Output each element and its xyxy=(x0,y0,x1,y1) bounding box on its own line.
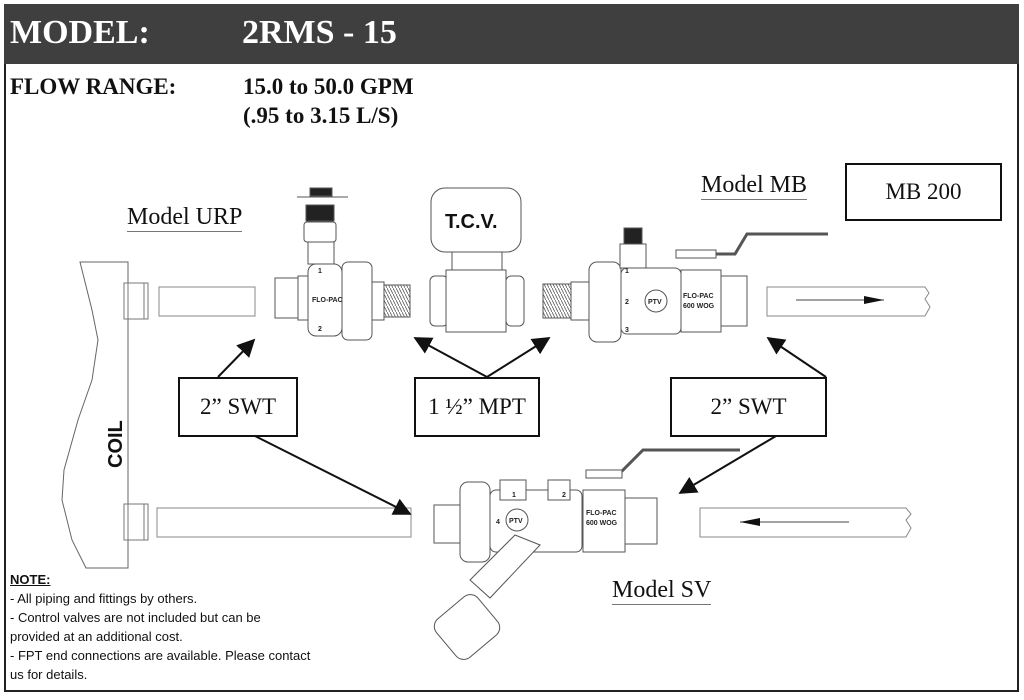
arrow-left-to-urp xyxy=(217,338,256,378)
flow-range-lps: (.95 to 3.15 L/S) xyxy=(243,103,399,128)
tcv-drawing xyxy=(429,187,525,333)
model-label: MODEL: xyxy=(10,14,150,51)
connection-center-box: 1 ½” MPT xyxy=(414,377,540,437)
flow-range-values: 15.0 to 50.0 GPM (.95 to 3.15 L/S) xyxy=(243,72,414,130)
model-urp-label: Model URP xyxy=(127,204,243,232)
coil-label: COIL xyxy=(105,420,127,468)
urp-valve-drawing: 1 FLO-PAC 2 xyxy=(274,187,411,341)
mb-port-2: 2 xyxy=(625,299,629,306)
flow-range-gpm: 15.0 to 50.0 GPM xyxy=(243,74,414,99)
pipe-supply-coil xyxy=(158,286,256,317)
pipe-return-in xyxy=(699,507,912,538)
sv-port-2: 2 xyxy=(562,492,566,499)
note-section: NOTE: - All piping and fittings by other… xyxy=(10,570,310,684)
urp-port-1: 1 xyxy=(318,268,322,275)
mb-rating: 600 WOG xyxy=(683,303,715,310)
flow-range-label: FLOW RANGE: xyxy=(10,74,177,99)
connection-left-box: 2” SWT xyxy=(178,377,298,437)
note-line: us for details. xyxy=(10,667,88,682)
sv-ptv: PTV xyxy=(509,518,523,525)
coil-stub-bottom xyxy=(123,503,149,541)
note-title: NOTE: xyxy=(10,572,51,587)
arrow-left-to-sv xyxy=(254,435,412,515)
model-header: MODEL: 2RMS - 15 xyxy=(4,4,1019,64)
urp-brand: FLO-PAC xyxy=(312,297,343,304)
arrow-center-to-mb xyxy=(486,337,551,378)
model-mb-label: Model MB xyxy=(701,172,808,200)
model-sv-label: Model SV xyxy=(612,577,712,605)
model-value: 2RMS - 15 xyxy=(242,14,397,51)
mb-valve-drawing: 1 2 3 PTV FLO-PAC 600 WOG xyxy=(542,227,828,343)
note-line: provided at an additional cost. xyxy=(10,629,183,644)
note-line: - All piping and fittings by others. xyxy=(10,591,198,606)
note-line: - FPT end connections are available. Ple… xyxy=(10,648,311,663)
spec-sheet xyxy=(4,4,1019,692)
tcv-label: T.C.V. xyxy=(445,211,498,233)
sv-port-4: 4 xyxy=(496,519,500,526)
sv-port-1: 1 xyxy=(512,492,516,499)
coil-body xyxy=(61,261,129,569)
connection-right-box: 2” SWT xyxy=(670,377,827,437)
coil-stub-top xyxy=(123,282,149,320)
arrow-right-to-mb xyxy=(766,336,827,378)
sv-rating: 600 WOG xyxy=(586,520,618,527)
mb-port-1: 1 xyxy=(625,268,629,275)
note-line: - Control valves are not included but ca… xyxy=(10,610,261,625)
sv-valve-drawing: 1 2 4 PTV FLO-PAC 600 WOG xyxy=(433,448,740,660)
sv-brand: FLO-PAC xyxy=(586,510,617,517)
mb-brand: FLO-PAC xyxy=(683,293,714,300)
arrow-center-to-urp xyxy=(413,337,488,378)
arrow-right-to-sv xyxy=(678,435,777,494)
pipe-supply-out xyxy=(766,286,931,317)
mb-port-3: 3 xyxy=(625,327,629,334)
urp-port-2: 2 xyxy=(318,326,322,333)
mb-variant-box: MB 200 xyxy=(845,163,1002,221)
pipe-return-coil xyxy=(156,507,412,538)
mb-ptv: PTV xyxy=(648,299,662,306)
